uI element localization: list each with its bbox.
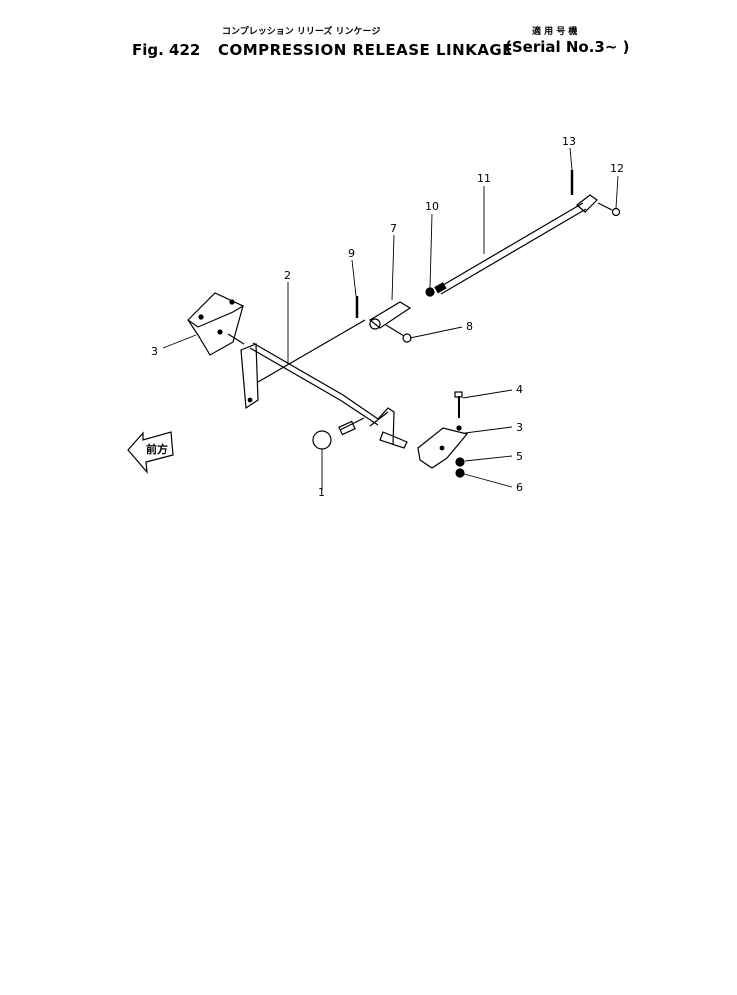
part-label: 7 [390, 222, 397, 235]
bracket-right [417, 391, 469, 478]
lever-plate [227, 333, 259, 410]
part-labels: 1 2 3 3 4 5 6 7 8 9 10 11 12 13 [151, 135, 624, 499]
part-label: 8 [466, 320, 473, 333]
rod-2 [249, 319, 408, 449]
part-label: 11 [477, 172, 491, 185]
part-label: 2 [284, 269, 291, 282]
knob-1 [312, 430, 332, 450]
part-label: 6 [516, 481, 523, 494]
leader-lines [162, 147, 619, 490]
part-label: 3 [151, 345, 158, 358]
title-japanese: コンプレッション リリーズ リンケージ [222, 27, 381, 37]
bracket-left [187, 292, 244, 356]
part-label: 5 [516, 450, 523, 463]
rod-11 [434, 170, 621, 295]
part-label: 3 [516, 421, 523, 434]
figure-number: Fig. 422 [132, 41, 201, 59]
part-label: 1 [318, 486, 325, 499]
part-label: 4 [516, 383, 523, 396]
serial-range: (Serial No.3~ ) [505, 38, 630, 56]
nut-10 [425, 287, 435, 297]
serial-japanese: 適 用 号 機 [532, 27, 578, 37]
front-direction-arrow-icon: 前方 [127, 431, 174, 474]
part-label: 13 [562, 135, 576, 148]
part-label: 9 [348, 247, 355, 260]
figure-title: COMPRESSION RELEASE LINKAGE [218, 41, 513, 59]
joint-7 [355, 296, 412, 343]
direction-label: 前方 [146, 442, 168, 456]
part-label: 10 [425, 200, 439, 213]
part-label: 12 [610, 162, 624, 175]
